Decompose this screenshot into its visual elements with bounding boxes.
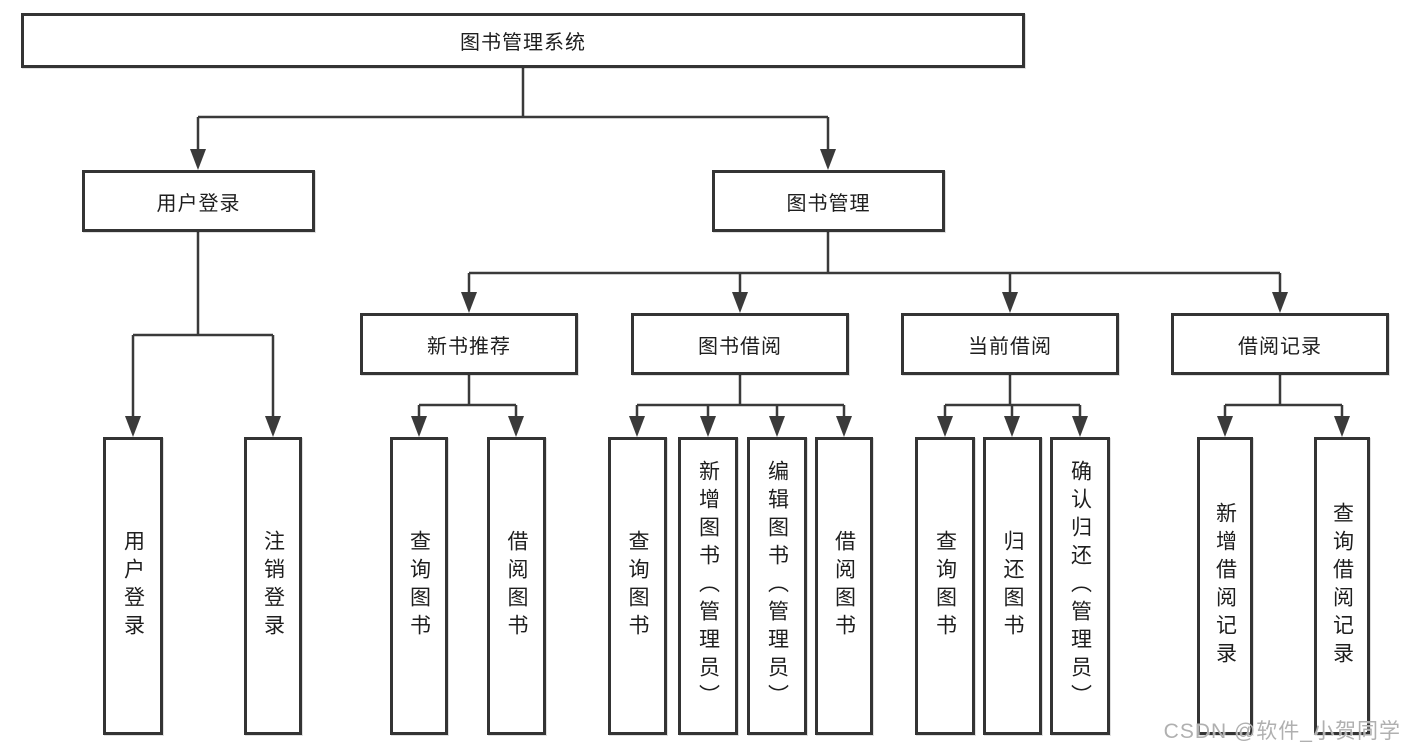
node-label: 图书借阅: [698, 335, 782, 358]
node-user-login: 用户登录: [82, 170, 315, 232]
leaf-label: 新增图书（管理员）: [696, 460, 720, 712]
node-new-book-recommend: 新书推荐: [360, 313, 578, 375]
leaf-query-books-recommend: 查询图书: [390, 437, 448, 735]
leaf-user-login: 用户登录: [103, 437, 163, 735]
leaf-add-book-admin: 新增图书（管理员）: [678, 437, 738, 735]
leaf-query-borrow-record: 查询借阅记录: [1314, 437, 1370, 735]
csdn-watermark: CSDN @软件_小贺同学: [1163, 720, 1401, 743]
node-borrowing-records: 借阅记录: [1171, 313, 1389, 375]
node-label: 用户登录: [156, 192, 241, 215]
leaf-add-borrow-record: 新增借阅记录: [1197, 437, 1253, 735]
node-library-system: 图书管理系统: [21, 13, 1025, 68]
leaf-label: 归还图书: [1001, 530, 1025, 642]
leaf-borrow-books-borrowing: 借阅图书: [815, 437, 873, 735]
leaf-label: 用户登录: [121, 530, 145, 642]
arrowheads: [125, 149, 1350, 437]
leaf-label: 确认归还（管理员）: [1068, 460, 1092, 712]
leaf-label: 借阅图书: [505, 530, 529, 642]
leaf-borrow-books-recommend: 借阅图书: [487, 437, 546, 735]
node-current-borrowing: 当前借阅: [901, 313, 1119, 375]
node-book-borrowing: 图书借阅: [631, 313, 849, 375]
node-book-management: 图书管理: [712, 170, 945, 232]
node-label: 图书管理: [786, 192, 871, 215]
leaf-confirm-return-admin: 确认归还（管理员）: [1050, 437, 1110, 735]
node-label: 借阅记录: [1238, 335, 1322, 358]
leaf-edit-book-admin: 编辑图书（管理员）: [747, 437, 807, 735]
leaf-label: 查询借阅记录: [1330, 502, 1354, 670]
leaf-label: 编辑图书（管理员）: [765, 460, 789, 712]
leaf-label: 借阅图书: [832, 530, 856, 642]
node-label: 新书推荐: [427, 335, 511, 358]
leaf-query-books-borrowing: 查询图书: [608, 437, 667, 735]
leaf-return-book: 归还图书: [983, 437, 1042, 735]
node-label: 图书管理系统: [460, 32, 586, 54]
leaf-query-books-current: 查询图书: [915, 437, 975, 735]
leaf-label: 注销登录: [261, 530, 285, 642]
leaf-label: 查询图书: [933, 530, 957, 642]
node-label: 当前借阅: [968, 335, 1052, 358]
leaf-label: 新增借阅记录: [1213, 502, 1237, 670]
leaf-label: 查询图书: [407, 530, 431, 642]
leaf-logout: 注销登录: [244, 437, 302, 735]
leaf-label: 查询图书: [626, 530, 650, 642]
